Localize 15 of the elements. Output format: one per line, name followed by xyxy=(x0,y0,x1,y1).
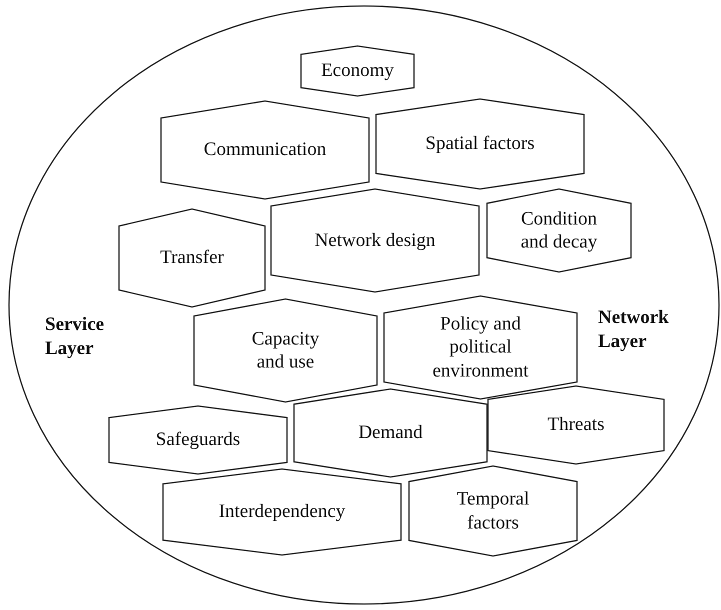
node-text: Safeguards xyxy=(154,428,242,452)
node-text: Temporal factors xyxy=(456,487,530,535)
node-text: Capacity and use xyxy=(250,326,320,374)
node-text: Threats xyxy=(546,413,606,437)
node-text: Transfer xyxy=(159,246,225,270)
node-text: Policy and political environment xyxy=(431,312,530,384)
node-text: Network design xyxy=(314,228,436,252)
node-text: Condition and decay xyxy=(520,206,598,254)
layer-label: Service Layer xyxy=(45,313,106,360)
node-text: Interdependency xyxy=(218,500,346,524)
node-text: Spatial factors xyxy=(424,132,536,156)
node-text: Economy xyxy=(320,59,395,83)
node-text: Communication xyxy=(202,138,328,162)
node-text: Demand xyxy=(357,421,424,445)
layer-label: Network Layer xyxy=(598,306,670,354)
